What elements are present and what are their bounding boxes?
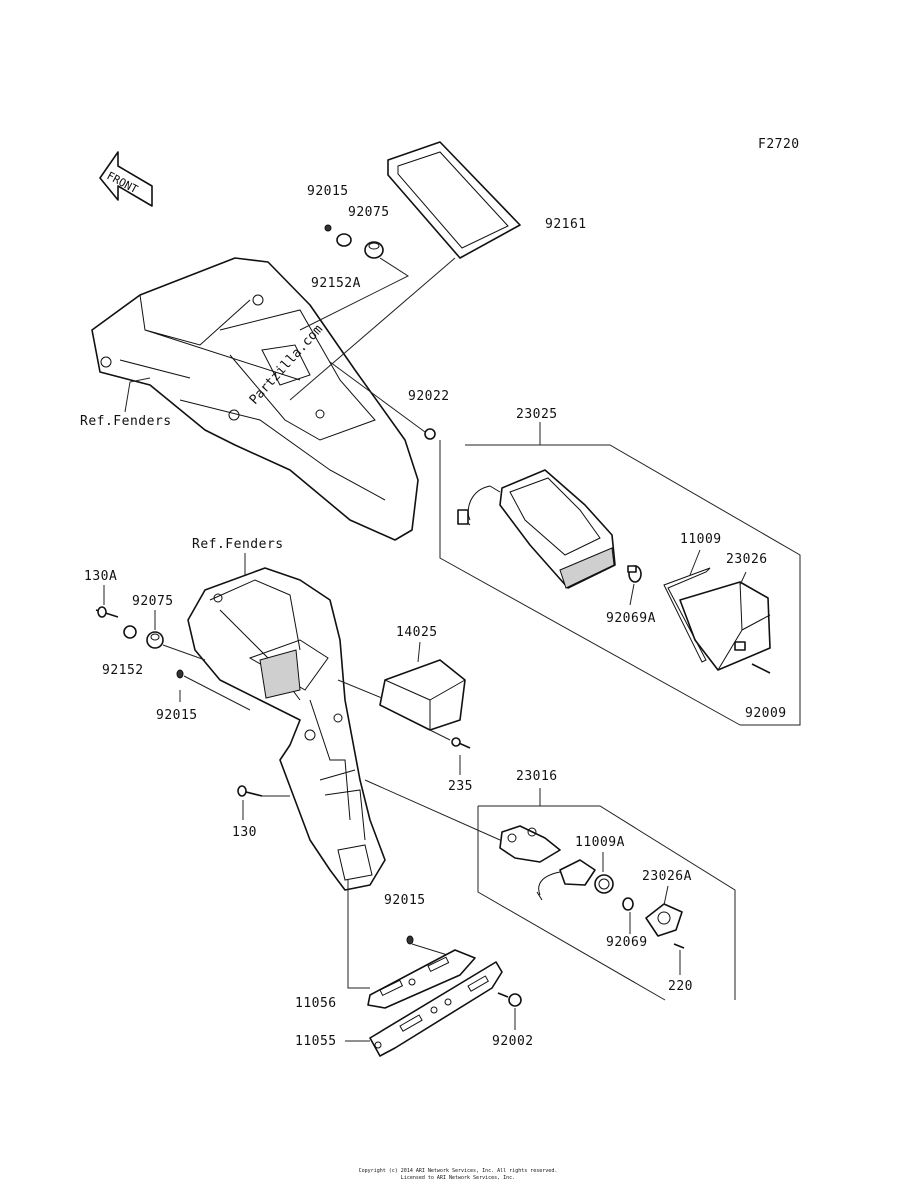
callout-92069: 92069 [606,935,648,950]
lower-rear-fender [187,567,386,891]
license-lamp-housing-23016 [499,825,561,863]
gasket-11009 [663,567,711,663]
callout-92022: 92022 [408,389,450,404]
callout-130A: 130A [84,569,117,584]
bolt-130 [237,785,263,797]
license-lamp-socket [536,859,596,901]
tail-lens-23026 [679,581,771,671]
upper-rear-fender [91,257,419,541]
figure-code: F2720 [758,137,800,152]
copyright-line-1: Copyright (c) 2014 ARI Network Services,… [359,1168,558,1174]
callout-92015-top: 92015 [307,184,349,199]
gasket-11009A [594,874,614,894]
callout-92015-low: 92015 [384,893,426,908]
callout-92002: 92002 [492,1034,534,1049]
callout-92015-mid: 92015 [156,708,198,723]
license-bracket-11055 [369,961,503,1057]
lens-23026A [645,903,683,937]
washer-92022 [424,428,436,440]
callout-23025: 23025 [516,407,558,422]
callout-14025: 14025 [396,625,438,640]
callout-130: 130 [232,825,257,840]
callout-92075-top: 92075 [348,205,390,220]
callout-92075-mid: 92075 [132,594,174,609]
callout-92152: 92152 [102,663,144,678]
callout-220: 220 [668,979,693,994]
nut-92015-low [406,935,414,945]
license-light-lens-92161 [387,141,521,259]
copyright-line-2: Licensed to ARI Network Services, Inc. [401,1175,515,1181]
screw-235 [451,737,471,749]
nut-92015-mid [176,669,184,679]
front-arrow-icon: FRONT [99,151,153,207]
callout-235: 235 [448,779,473,794]
callout-23026A: 23026A [642,869,692,884]
callout-92009: 92009 [745,706,787,721]
tail-lamp-assembly-23025 [457,469,616,589]
reflector-14025 [379,659,466,731]
screw-92009 [751,663,771,674]
callout-11055: 11055 [295,1034,337,1049]
callout-23016: 23016 [516,769,558,784]
collar-92152A [336,233,352,247]
callout-92161: 92161 [545,217,587,232]
callout-92069A: 92069A [606,611,656,626]
nut-92015-top [324,224,332,232]
callout-11009: 11009 [680,532,722,547]
callout-92152A: 92152A [311,276,361,291]
bulb-92069 [622,897,634,911]
collar-92152 [123,625,137,639]
callout-ref-fenders-mid: Ref.Fenders [192,537,284,552]
bolt-130A [95,606,119,618]
screw-220 [673,943,685,949]
callout-11009A: 11009A [575,835,625,850]
grommet-92075-top [364,241,384,259]
callout-ref-fenders-top: Ref.Fenders [80,414,172,429]
callout-11056: 11056 [295,996,337,1011]
callout-23026: 23026 [726,552,768,567]
grommet-92075-mid [146,631,164,649]
bolt-92002 [497,992,522,1007]
bulb-92069A [627,565,642,583]
license-bracket-11056 [367,949,476,1009]
